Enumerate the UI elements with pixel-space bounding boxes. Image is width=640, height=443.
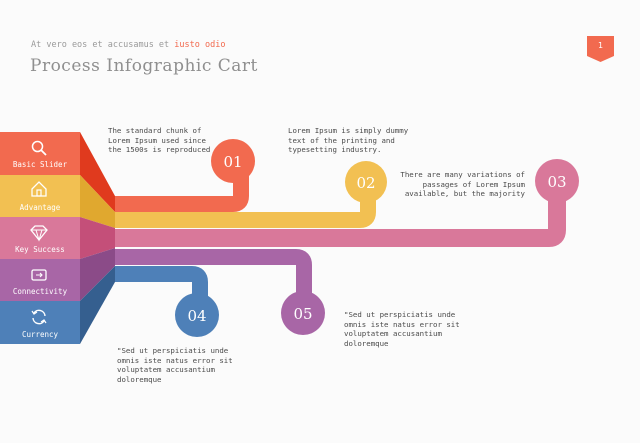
step-description-01: The standard chunk of Lorem Ipsum used s… — [108, 126, 210, 155]
step-04-line-1: "Sed ut perspiciatis unde — [117, 346, 229, 355]
step-04-line-4: doloremque — [117, 374, 162, 384]
step-circle-04 — [175, 293, 219, 337]
tabs — [0, 132, 80, 344]
tab-currency[interactable] — [0, 301, 80, 344]
step-02-line-2: text of the printing and — [288, 135, 395, 145]
step-01-line-2: Lorem Ipsum used since — [108, 135, 206, 145]
step-03-line-2: passages of Lorem Ipsum — [422, 179, 525, 189]
step-05-line-3: voluptatem accusantium — [344, 329, 442, 339]
tab-label-key-success: Key Success — [15, 245, 65, 254]
subtitle-accent: iusto odio — [174, 40, 226, 50]
path-04 — [115, 266, 208, 300]
step-04-line-2: omnis iste natus error sit — [117, 355, 233, 365]
tab-label-basic-slider: Basic Slider — [12, 160, 68, 169]
step-number-05: 05 — [293, 305, 312, 323]
tab-label-connectivity: Connectivity — [12, 287, 68, 296]
tab-side-1 — [80, 132, 115, 212]
step-01-line-3: the 1500s is reproduced — [108, 145, 211, 155]
badge-shape — [587, 36, 614, 62]
step-description-04: "Sed ut perspiciatis unde omnis iste nat… — [117, 346, 233, 384]
tab-basic-slider[interactable] — [0, 132, 80, 175]
step-circle-05 — [281, 291, 325, 335]
step-description-02: Lorem Ipsum is simply dummy text of the … — [288, 126, 408, 155]
step-description-05: "Sed ut perspiciatis unde omnis iste nat… — [344, 310, 460, 348]
subtitle: At vero eos et accusamus et iusto odio — [31, 40, 225, 50]
link-icon — [31, 269, 47, 281]
refresh-icon — [31, 309, 47, 325]
step-01-line-1: The standard chunk of — [108, 126, 202, 135]
step-description-03: There are many variations of passages of… — [395, 170, 525, 199]
page-number-badge: 1 — [587, 36, 614, 62]
process-paths — [115, 172, 566, 300]
page-title: Process Infographic Cart — [30, 56, 258, 76]
tab-side-5 — [80, 266, 115, 344]
tab-side-faces — [80, 132, 115, 344]
step-circle-01 — [211, 139, 255, 183]
step-02-line-3: typesetting industry. — [288, 145, 382, 155]
diamond-icon — [30, 225, 48, 242]
tab-side-2 — [80, 175, 115, 228]
step-circle-02 — [345, 161, 387, 203]
step-number-04: 04 — [187, 307, 206, 325]
tab-label-currency: Currency — [21, 330, 59, 339]
path-01 — [115, 172, 249, 212]
step-number-01: 01 — [223, 153, 242, 171]
step-04-line-3: voluptatem accusantium — [117, 365, 215, 375]
subtitle-text: At vero eos et accusamus et — [31, 40, 175, 50]
step-05-line-1: "Sed ut perspiciatis unde — [344, 310, 456, 319]
page-number: 1 — [597, 41, 604, 50]
step-circle-03 — [535, 159, 579, 203]
tab-label-advantage: Advantage — [19, 203, 61, 212]
step-number-02: 02 — [356, 174, 375, 192]
step-02-line-1: Lorem Ipsum is simply dummy — [288, 126, 409, 135]
step-number-03: 03 — [547, 173, 566, 191]
tab-side-4 — [80, 248, 115, 301]
path-03 — [115, 190, 566, 247]
tab-side-3 — [80, 217, 115, 259]
step-05-line-4: doloremque — [344, 338, 389, 348]
step-05-line-2: omnis iste natus error sit — [344, 319, 460, 329]
step-markers: 01 02 03 04 05 — [175, 139, 579, 337]
path-05 — [115, 249, 312, 300]
step-03-line-1: There are many variations of — [400, 170, 525, 179]
house-icon — [31, 181, 47, 197]
search-icon — [31, 140, 47, 156]
step-03-line-3: available, but the majority — [404, 189, 525, 199]
path-02 — [115, 190, 376, 228]
